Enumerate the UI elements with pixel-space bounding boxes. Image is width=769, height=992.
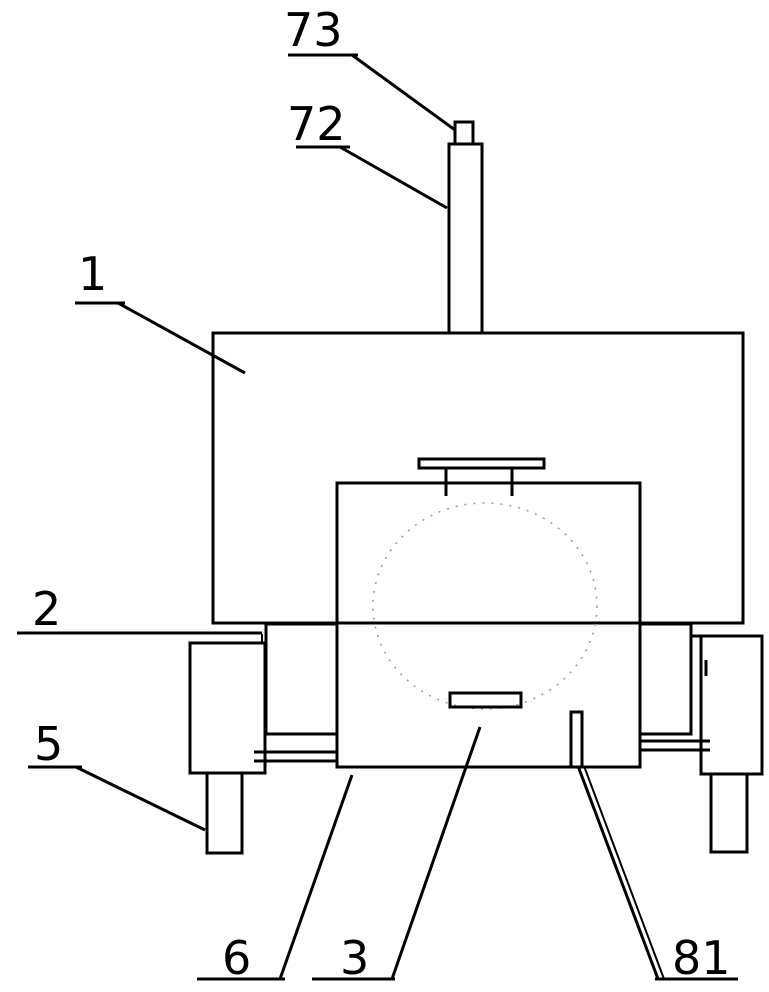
main-housing-1 (211, 331, 745, 625)
leader-6 (278, 774, 354, 980)
round-window (372, 502, 598, 710)
label-81: 81 (672, 931, 731, 985)
label-1: 1 (78, 247, 107, 301)
top-handle (417, 457, 546, 496)
leader-1 (117, 301, 246, 375)
label-5: 5 (34, 717, 63, 771)
reference-labels: 73 72 1 2 5 6 3 81 (32, 3, 731, 985)
leader-3 (390, 726, 482, 980)
label-6: 6 (222, 931, 251, 985)
left-foot-5 (205, 771, 244, 855)
leader-lines (17, 53, 738, 981)
leader-81-a (576, 765, 660, 980)
label-3: 3 (340, 931, 369, 985)
leader-81-b (583, 765, 665, 980)
label-2: 2 (32, 582, 61, 636)
leader-5 (75, 765, 206, 832)
right-inner-block (638, 622, 693, 736)
leader-73 (351, 53, 456, 132)
lower-handle-3 (448, 691, 523, 709)
left-outer-leg-block-2 (188, 641, 267, 775)
top-handle-bar (417, 457, 546, 470)
right-foot (709, 772, 749, 854)
left-inner-block (264, 622, 339, 736)
leader-72 (339, 145, 448, 210)
label-72: 72 (287, 97, 346, 151)
rod-assembly (447, 120, 484, 335)
latch-81 (569, 710, 584, 769)
right-support (638, 622, 764, 854)
cap-73 (453, 120, 475, 146)
label-73: 73 (284, 3, 343, 57)
left-support (188, 622, 339, 855)
right-outer-leg-block (699, 634, 764, 776)
rod-72 (447, 142, 484, 335)
